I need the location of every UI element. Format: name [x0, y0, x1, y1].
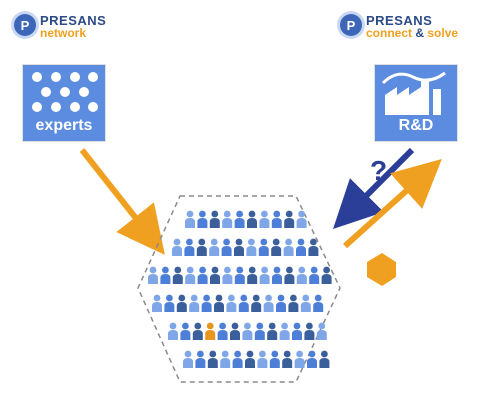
person-icon — [257, 350, 268, 368]
person-icon — [251, 294, 262, 312]
person-icon — [164, 294, 175, 312]
person-icon — [284, 266, 295, 284]
person-icon — [267, 322, 278, 340]
person-icon — [259, 266, 270, 284]
person-icon — [184, 238, 195, 256]
person-icon — [185, 266, 196, 284]
person-icon — [300, 294, 311, 312]
people-grid — [148, 210, 332, 368]
person-icon — [309, 266, 320, 284]
person-icon — [234, 266, 245, 284]
person-icon — [214, 294, 224, 312]
person-icon — [192, 322, 203, 340]
person-icon — [209, 210, 220, 228]
presans-network-logo: P PRESANS network — [14, 14, 106, 40]
person-icon — [197, 210, 208, 228]
person-icon — [238, 294, 249, 312]
pool-to-rd-arrow — [342, 158, 442, 249]
person-icon — [148, 266, 158, 284]
presans-logo-icon: P — [340, 14, 362, 36]
person-icon — [176, 294, 187, 312]
person-icon — [288, 294, 299, 312]
expert-pool-hexagon — [137, 195, 341, 383]
person-icon — [276, 294, 286, 312]
person-icon — [316, 322, 327, 340]
logo-brand: PRESANS — [40, 13, 107, 28]
person-icon — [292, 322, 302, 340]
person-icon — [234, 210, 245, 228]
person-icon — [321, 266, 332, 284]
person-icon — [152, 294, 162, 312]
presans-logo-icon: P — [14, 14, 36, 36]
person-icon — [284, 210, 295, 228]
person-icon — [172, 266, 183, 284]
rd-label: R&D — [398, 117, 434, 134]
experts-to-pool-arrow — [79, 148, 165, 255]
person-icon — [304, 322, 315, 340]
person-icon — [245, 350, 255, 368]
rd-tile: R&D — [374, 64, 458, 142]
person-icon — [207, 350, 218, 368]
person-icon — [185, 210, 195, 228]
person-icon — [263, 294, 274, 312]
person-icon — [271, 238, 282, 256]
person-icon — [269, 350, 280, 368]
person-icon — [226, 294, 237, 312]
person-icon — [168, 322, 178, 340]
experts-label: experts — [35, 117, 93, 134]
person-icon — [195, 350, 206, 368]
person-icon — [160, 266, 171, 284]
person-icon — [308, 238, 319, 256]
person-icon — [279, 322, 290, 340]
dots-grid-icon — [32, 72, 98, 112]
logo-subtitle: network — [40, 26, 87, 40]
person-icon — [272, 266, 282, 284]
person-icon — [307, 350, 317, 368]
person-icon — [319, 350, 330, 368]
question-mark: ? — [370, 155, 387, 186]
person-icon — [230, 322, 240, 340]
person-icon — [254, 322, 265, 340]
person-icon — [210, 266, 220, 284]
person-icon — [201, 294, 212, 312]
person-icon — [183, 350, 193, 368]
solution-hexagon-icon — [367, 253, 396, 286]
person-icon — [282, 350, 293, 368]
experts-tile: experts — [22, 64, 106, 142]
presans-connect-solve-logo: P PRESANS connect & solve — [340, 14, 458, 40]
person-icon — [283, 238, 294, 256]
person-icon — [222, 210, 233, 228]
person-icon — [296, 210, 307, 228]
person-icon — [296, 238, 306, 256]
person-icon — [247, 210, 257, 228]
logo-brand: PRESANS — [366, 13, 433, 28]
person-icon — [296, 266, 307, 284]
person-icon — [258, 238, 269, 256]
factory-icon — [381, 71, 446, 115]
person-icon — [259, 210, 270, 228]
person-icon — [222, 266, 233, 284]
person-icon — [234, 238, 244, 256]
person-icon — [247, 266, 258, 284]
person-icon — [197, 266, 208, 284]
person-icon — [221, 238, 232, 256]
person-icon — [217, 322, 228, 340]
person-icon — [232, 350, 243, 368]
person-icon — [294, 350, 305, 368]
person-icon — [220, 350, 231, 368]
logo-subtitle: connect & solve — [366, 26, 459, 40]
person-icon — [209, 238, 220, 256]
person-icon — [246, 238, 257, 256]
highlighted-expert-icon — [205, 322, 216, 340]
person-icon — [189, 294, 200, 312]
person-icon — [196, 238, 207, 256]
person-icon — [313, 294, 324, 312]
person-icon — [271, 210, 282, 228]
person-icon — [172, 238, 182, 256]
person-icon — [242, 322, 253, 340]
person-icon — [180, 322, 191, 340]
